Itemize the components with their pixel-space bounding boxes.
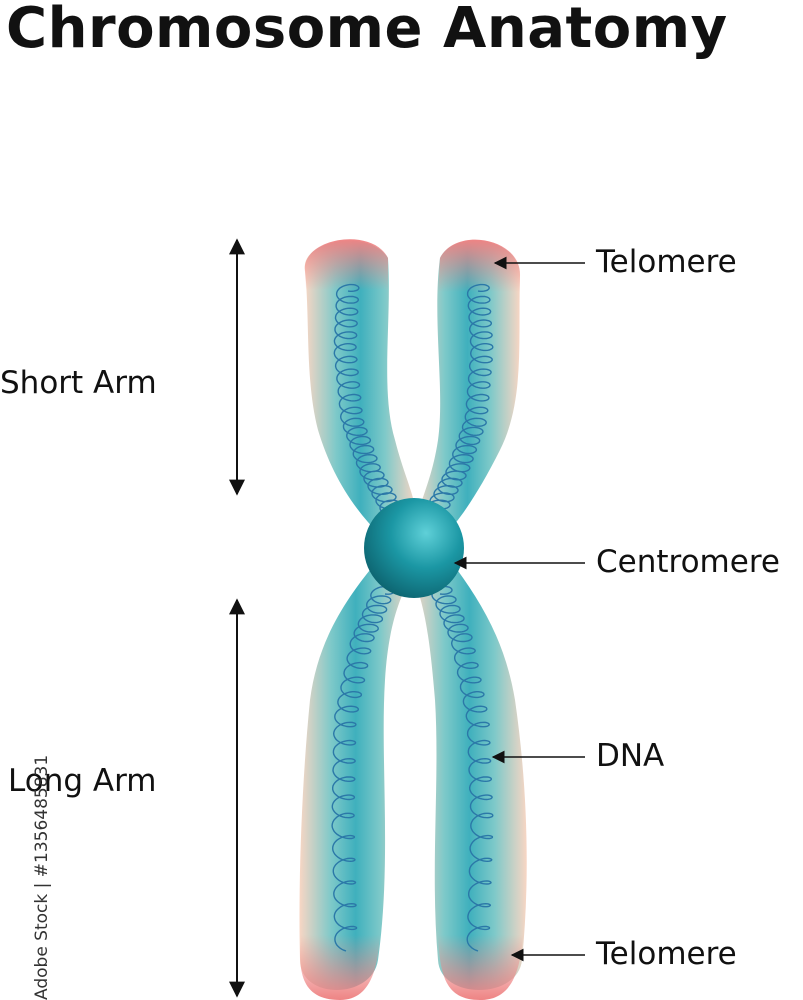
short-arm-label: Short Arm	[0, 365, 157, 401]
telomere-tip-upper-left	[304, 239, 388, 290]
page-title: Chromosome Anatomy	[6, 0, 728, 61]
dna-coil-upper-left	[333, 283, 401, 517]
arm-upper-right	[415, 240, 520, 535]
telomere-top-label: Telomere	[596, 244, 737, 280]
arm-lower-right	[412, 560, 527, 990]
centromere-sphere	[364, 498, 464, 598]
telomere-tip-upper-right	[438, 239, 521, 292]
watermark-text: Adobe Stock | #1356485831	[32, 754, 52, 1000]
telomere-tip-lower-right	[438, 935, 523, 1000]
centromere-label: Centromere	[596, 544, 780, 580]
arm-upper-left	[304, 240, 416, 535]
dna-coil-lower-right	[431, 585, 494, 952]
telomere-bottom-label: Telomere	[596, 936, 737, 972]
telomere-tip-lower-left	[300, 935, 380, 1000]
dna-coil-upper-right	[425, 283, 494, 517]
arm-lower-left	[299, 560, 412, 990]
chromosome-body	[299, 239, 527, 1000]
dna-coil-lower-left	[331, 585, 396, 952]
stock-watermark: Adobe Stock | #1356485831	[6, 755, 52, 1000]
dna-coils	[331, 283, 494, 952]
dna-label: DNA	[596, 738, 665, 774]
long-arm-label: Long Arm	[8, 763, 157, 799]
